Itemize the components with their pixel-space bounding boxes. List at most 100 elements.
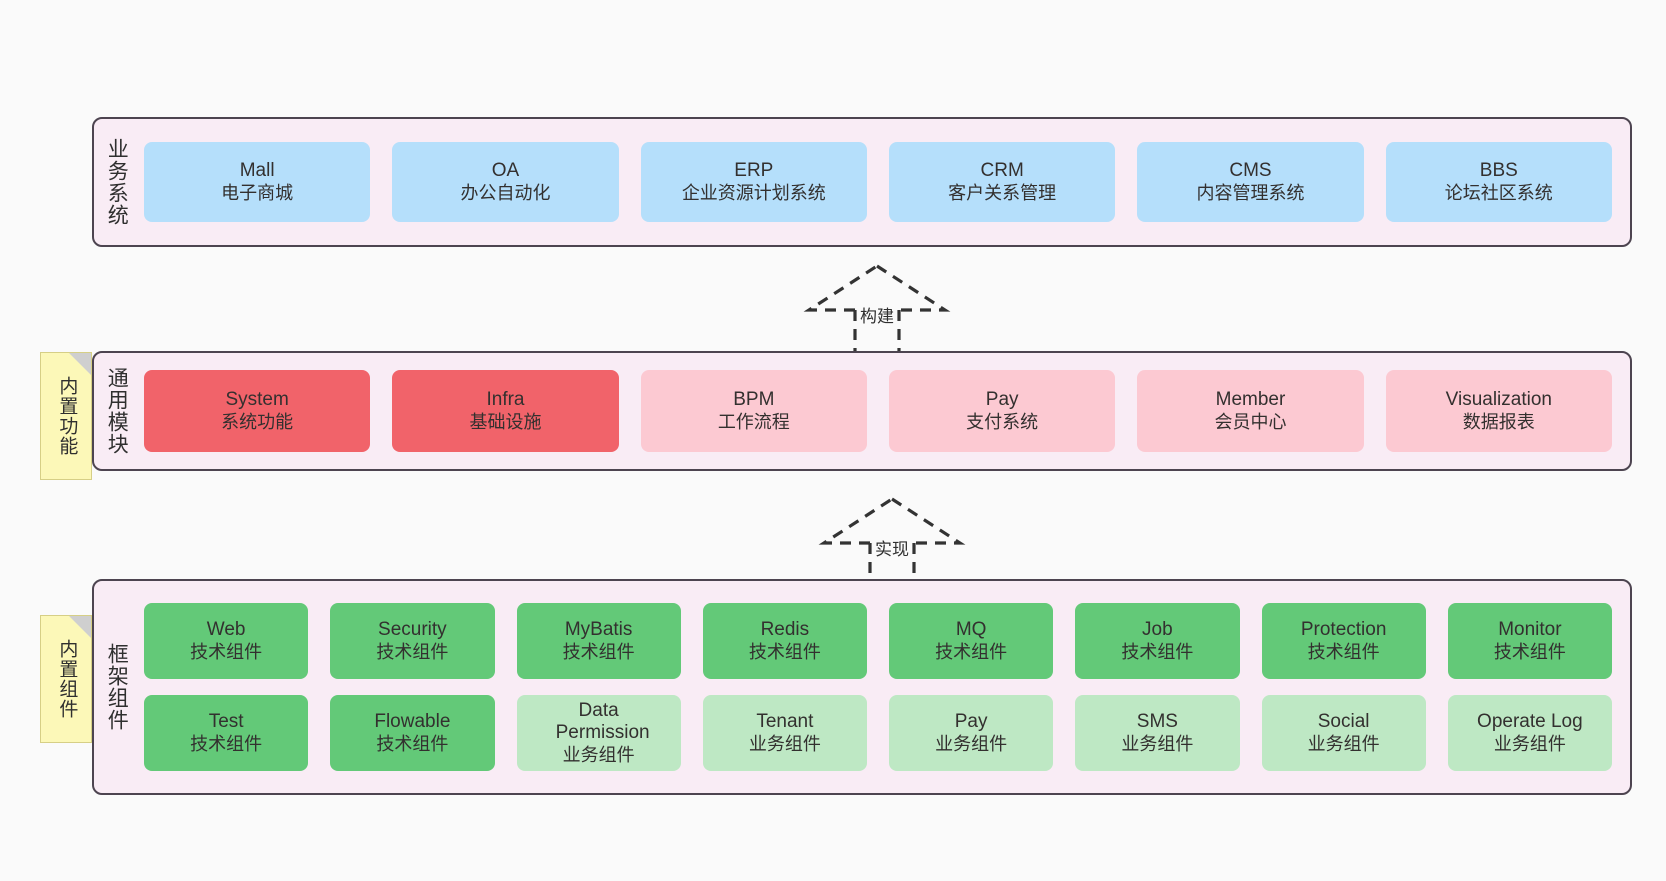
module-name-cn: 基础设施 xyxy=(469,411,542,432)
module-box-operate-log[interactable]: Operate Log 业务组件 xyxy=(1447,695,1612,771)
module-box-infra[interactable]: Infra 基础设施 xyxy=(392,370,619,452)
module-name-cn: 技术组件 xyxy=(935,641,1008,662)
module-box-job[interactable]: Job 技术组件 xyxy=(1075,603,1240,679)
connector-implement-shape xyxy=(818,497,966,585)
layer-body-business-system: Mall 电子商城 OA 办公自动化 ERP 企业资源计划系统 CRM 客户关系… xyxy=(138,119,1630,245)
module-box-pay[interactable]: Pay 支付系统 xyxy=(888,370,1116,452)
module-name-en: Visualization xyxy=(1445,389,1552,411)
layer-title-business-system: 业务系统 xyxy=(105,138,129,226)
module-name-cn: 业务组件 xyxy=(935,733,1008,754)
module-name-cn: 论坛社区系统 xyxy=(1444,182,1553,203)
module-name-en: Infra xyxy=(486,389,525,411)
module-box-mq[interactable]: MQ 技术组件 xyxy=(889,603,1054,679)
module-name-en: Pay xyxy=(985,389,1019,411)
module-box-protection[interactable]: Protection 技术组件 xyxy=(1261,603,1426,679)
module-box-tenant[interactable]: Tenant 业务组件 xyxy=(702,695,867,771)
module-name-cn: 内容管理系统 xyxy=(1196,182,1305,203)
module-name-cn: 企业资源计划系统 xyxy=(681,182,826,203)
module-name-en: BPM xyxy=(733,389,775,411)
module-box-monitor[interactable]: Monitor 技术组件 xyxy=(1447,603,1612,679)
module-box-pay-business[interactable]: Pay 业务组件 xyxy=(889,695,1054,771)
layer-common-modules: 通用模块 System 系统功能 Infra 基础设施 BPM 工作流程 Pay… xyxy=(92,351,1632,471)
module-name-cn: 电子商城 xyxy=(221,182,294,203)
module-box-member[interactable]: Member 会员中心 xyxy=(1137,370,1364,452)
note-fold-corner-icon xyxy=(69,616,91,638)
module-box-security[interactable]: Security 技术组件 xyxy=(330,603,495,679)
module-box-bpm[interactable]: BPM 工作流程 xyxy=(640,370,867,452)
module-name-en: Mall xyxy=(239,160,275,182)
module-name-en: Monitor xyxy=(1498,619,1562,641)
module-name-cn: 办公自动化 xyxy=(460,182,551,203)
module-row: System 系统功能 Infra 基础设施 BPM 工作流程 Pay 支付系统… xyxy=(144,370,1612,452)
layer-body-framework-components: Web 技术组件 Security 技术组件 MyBatis 技术组件 Redi… xyxy=(138,581,1630,793)
module-name-cn: 技术组件 xyxy=(1493,641,1566,662)
module-name-cn: 会员中心 xyxy=(1214,411,1287,432)
layer-framework-components: 框架组件 Web 技术组件 Security 技术组件 MyBatis 技术组件… xyxy=(92,579,1632,795)
module-name-en: Member xyxy=(1215,389,1286,411)
module-name-cn: 数据报表 xyxy=(1462,411,1535,432)
module-name-en: Social xyxy=(1317,711,1370,733)
module-name-cn: 业务组件 xyxy=(1307,733,1380,754)
module-box-flowable[interactable]: Flowable 技术组件 xyxy=(330,695,495,771)
module-name-en: Flowable xyxy=(374,711,451,733)
note-builtin-features-label: 内置功能 xyxy=(56,376,78,456)
layer-body-common-modules: System 系统功能 Infra 基础设施 BPM 工作流程 Pay 支付系统… xyxy=(138,353,1630,469)
module-box-oa[interactable]: OA 办公自动化 xyxy=(392,142,619,222)
module-name-en: MQ xyxy=(955,619,987,641)
module-name-en: Test xyxy=(208,711,244,733)
connector-build-label: 构建 xyxy=(857,302,897,327)
module-name-cn: 客户关系管理 xyxy=(948,182,1057,203)
connector-build: 构建 xyxy=(797,262,957,352)
module-name-en: System xyxy=(225,389,289,411)
module-name-cn: 系统功能 xyxy=(221,411,294,432)
module-box-sms[interactable]: SMS 业务组件 xyxy=(1075,695,1240,771)
note-fold-corner-icon xyxy=(69,353,91,375)
module-box-social[interactable]: Social 业务组件 xyxy=(1261,695,1426,771)
layer-title-framework-components: 框架组件 xyxy=(105,643,129,731)
module-name-cn: 技术组件 xyxy=(190,733,263,754)
module-name-en: ERP xyxy=(734,160,774,182)
module-name-en: Pay xyxy=(954,711,988,733)
module-box-system[interactable]: System 系统功能 xyxy=(144,370,371,452)
module-name-cn: 技术组件 xyxy=(1121,641,1194,662)
module-name-en: Data Permission xyxy=(555,699,650,744)
module-name-cn: 业务组件 xyxy=(1121,733,1194,754)
module-box-mybatis[interactable]: MyBatis 技术组件 xyxy=(516,603,681,679)
module-row: Test 技术组件 Flowable 技术组件 Data Permission … xyxy=(144,695,1612,771)
module-box-bbs[interactable]: BBS 论坛社区系统 xyxy=(1385,142,1612,222)
module-name-en: Security xyxy=(378,619,447,641)
module-box-mall[interactable]: Mall 电子商城 xyxy=(144,142,371,222)
module-name-en: Web xyxy=(206,619,246,641)
module-box-crm[interactable]: CRM 客户关系管理 xyxy=(888,142,1116,222)
module-row: Mall 电子商城 OA 办公自动化 ERP 企业资源计划系统 CRM 客户关系… xyxy=(144,142,1612,222)
module-name-cn: 技术组件 xyxy=(376,733,449,754)
module-name-en: CRM xyxy=(980,160,1024,182)
note-builtin-components-label: 内置组件 xyxy=(56,639,78,719)
module-name-en: Operate Log xyxy=(1477,711,1583,733)
module-box-redis[interactable]: Redis 技术组件 xyxy=(702,603,867,679)
module-name-en: MyBatis xyxy=(564,619,633,641)
module-box-test[interactable]: Test 技术组件 xyxy=(144,695,309,771)
module-box-erp[interactable]: ERP 企业资源计划系统 xyxy=(640,142,867,222)
module-box-cms[interactable]: CMS 内容管理系统 xyxy=(1137,142,1364,222)
layer-business-system: 业务系统 Mall 电子商城 OA 办公自动化 ERP 企业资源计划系统 CRM… xyxy=(92,117,1632,247)
note-builtin-components: 内置组件 xyxy=(40,615,92,743)
connector-implement: 实现 xyxy=(812,495,972,585)
connector-implement-label: 实现 xyxy=(872,535,912,560)
module-name-cn: 技术组件 xyxy=(190,641,263,662)
module-name-cn: 业务组件 xyxy=(1493,733,1566,754)
module-box-web[interactable]: Web 技术组件 xyxy=(144,603,309,679)
module-name-cn: 业务组件 xyxy=(562,744,635,765)
module-name-en: CMS xyxy=(1229,160,1272,182)
module-name-en: SMS xyxy=(1136,711,1178,733)
module-name-cn: 技术组件 xyxy=(562,641,635,662)
module-name-cn: 技术组件 xyxy=(376,641,449,662)
module-name-en: Tenant xyxy=(756,711,814,733)
module-name-cn: 支付系统 xyxy=(966,411,1039,432)
layer-title-common-modules: 通用模块 xyxy=(105,367,129,455)
module-box-visualization[interactable]: Visualization 数据报表 xyxy=(1385,370,1612,452)
module-box-data-permission[interactable]: Data Permission 业务组件 xyxy=(516,695,681,771)
module-name-en: OA xyxy=(491,160,520,182)
module-name-en: Protection xyxy=(1300,619,1387,641)
